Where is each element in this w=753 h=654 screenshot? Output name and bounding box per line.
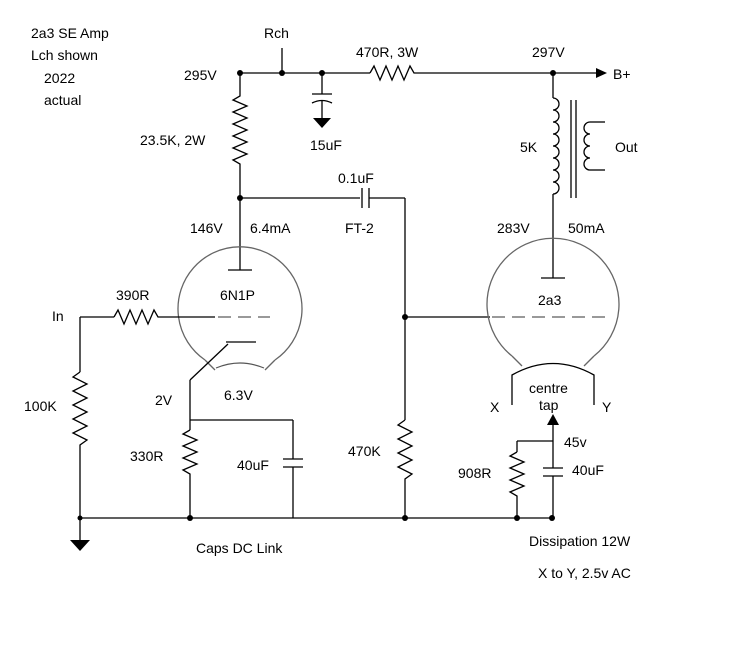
label-rch: Rch	[264, 25, 289, 41]
2a3-filament	[511, 362, 595, 405]
capacitor-15uf	[311, 73, 333, 128]
input-section	[70, 308, 215, 551]
label-b-plus: B+	[613, 66, 631, 82]
label-146v: 146V	[190, 220, 223, 236]
label-45v: 45v	[564, 434, 587, 450]
ground-icon	[313, 118, 331, 128]
resistor-908r	[508, 451, 526, 518]
resistor-23k5	[231, 80, 249, 198]
label-283v: 283V	[497, 220, 530, 236]
label-40uf-b: 40uF	[572, 462, 604, 478]
label-6-3v: 6.3V	[224, 387, 253, 403]
capacitor-0-1uf	[240, 188, 406, 420]
note-line-2: Lch shown	[31, 47, 98, 63]
resistor-330r	[181, 429, 199, 518]
note-line-4: actual	[44, 92, 81, 108]
b-plus-arrow	[596, 68, 607, 78]
note-line-1: 2a3 SE Amp	[31, 25, 109, 41]
label-908r: 908R	[458, 465, 491, 481]
centre-tap-network	[508, 414, 563, 518]
label-2a3: 2a3	[538, 292, 562, 308]
label-5k: 5K	[520, 139, 538, 155]
label-330r: 330R	[130, 448, 163, 464]
resistor-390r	[113, 308, 180, 326]
label-40uf-a: 40uF	[237, 457, 269, 473]
centre-tap-arrow	[547, 414, 559, 425]
label-295v: 295V	[184, 67, 217, 83]
resistor-470r	[369, 64, 418, 82]
label-tap: tap	[539, 397, 559, 413]
label-y: Y	[602, 399, 612, 415]
label-in: In	[52, 308, 64, 324]
label-297v: 297V	[532, 44, 565, 60]
tube-2a3	[486, 237, 620, 405]
label-centre: centre	[529, 380, 568, 396]
label-23k5: 23.5K, 2W	[140, 132, 206, 148]
cathode-network	[181, 380, 303, 518]
label-470k: 470K	[348, 443, 381, 459]
ground-icon	[70, 540, 90, 551]
note-line-3: 2022	[44, 70, 75, 86]
label-100k: 100K	[24, 398, 57, 414]
label-6-4ma: 6.4mA	[250, 220, 291, 236]
label-2v: 2V	[155, 392, 173, 408]
label-dissipation: Dissipation 12W	[529, 533, 631, 549]
output-transformer	[541, 73, 605, 279]
label-xy-ac: X to Y, 2.5v AC	[538, 565, 631, 581]
label-x: X	[490, 399, 500, 415]
label-out: Out	[615, 139, 638, 155]
label-0-1uf: 0.1uF	[338, 170, 374, 186]
top-rail	[237, 48, 607, 80]
tube-6n1p	[177, 246, 303, 381]
resistor-100k	[71, 371, 89, 518]
label-390r: 390R	[116, 287, 149, 303]
label-15uf: 15uF	[310, 137, 342, 153]
label-caps-dc-link: Caps DC Link	[196, 540, 283, 556]
label-470r: 470R, 3W	[356, 44, 419, 60]
label-ft2: FT-2	[345, 220, 374, 236]
label-50ma: 50mA	[568, 220, 605, 236]
label-6n1p: 6N1P	[220, 287, 255, 303]
resistor-470k	[396, 419, 414, 518]
